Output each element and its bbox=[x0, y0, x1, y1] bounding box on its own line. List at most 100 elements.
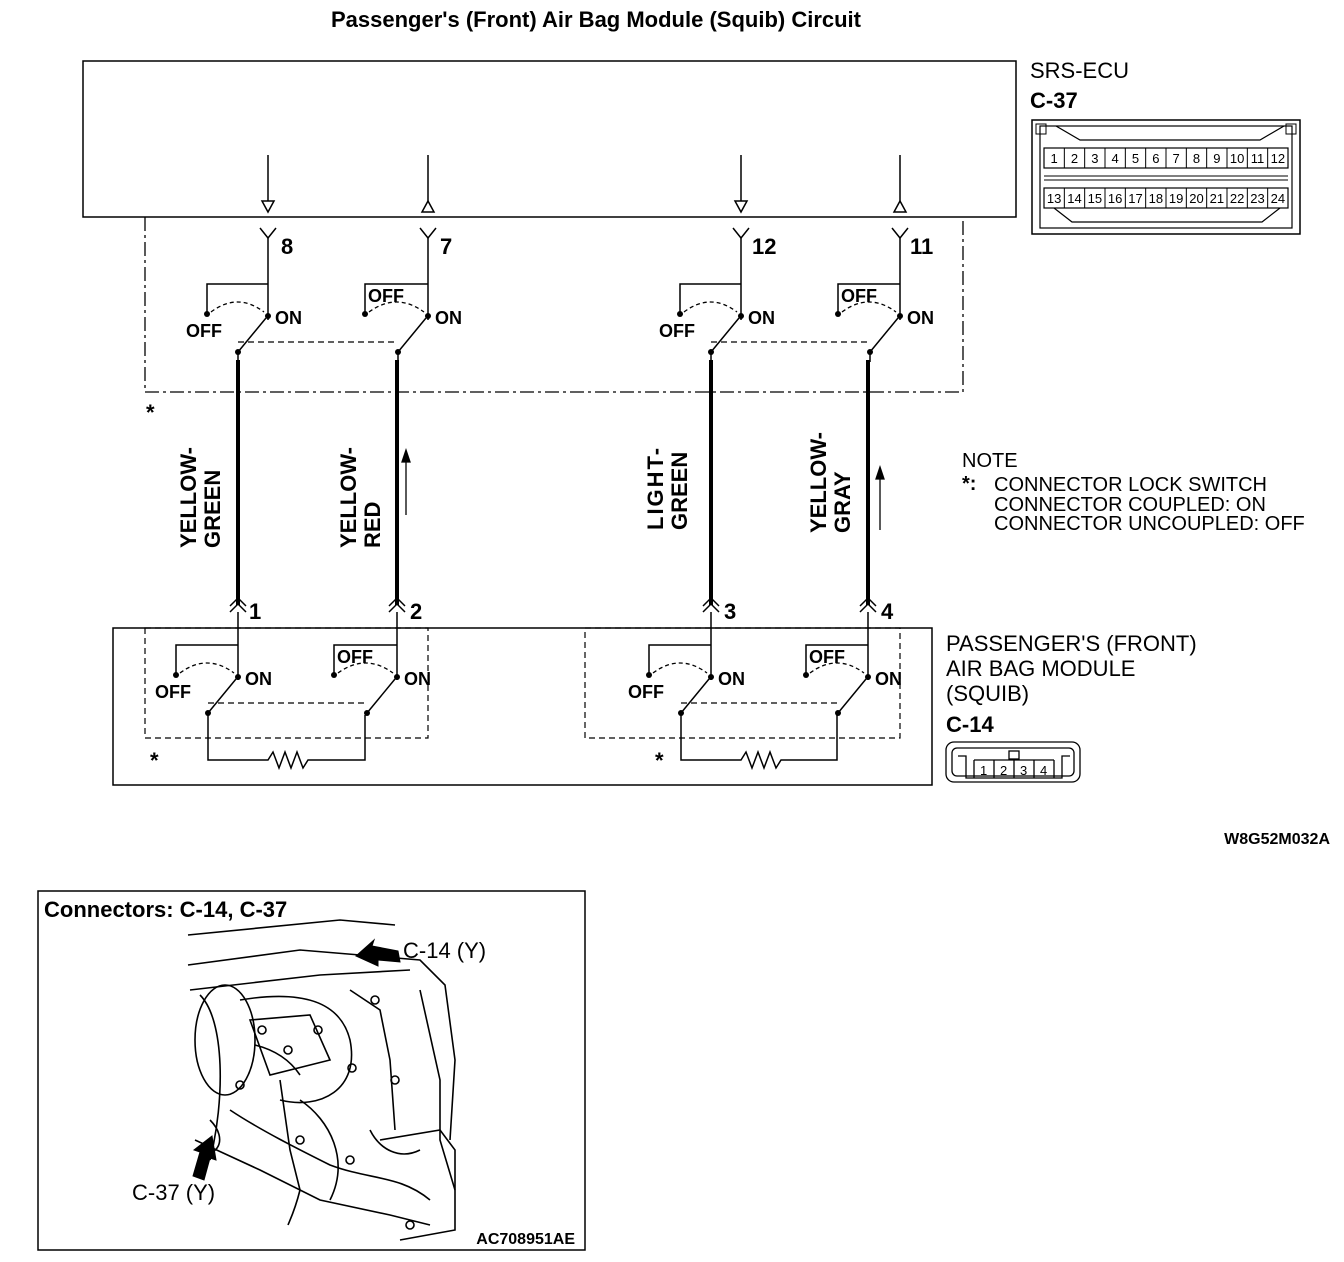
harness-wires bbox=[236, 360, 870, 605]
c37-pin-1: 1 bbox=[1051, 151, 1058, 166]
ecu-switch-2-off-contact bbox=[362, 311, 368, 317]
current-arrows bbox=[401, 447, 885, 530]
module-pin-2: 2 bbox=[410, 599, 422, 624]
c14-location-arrow bbox=[355, 938, 401, 967]
ecu-switch-2-short-bar bbox=[364, 283, 428, 314]
c14-pin-3: 3 bbox=[1020, 763, 1027, 778]
c14-pin-4: 4 bbox=[1040, 763, 1047, 778]
ecu-switch-off-label: OFF bbox=[186, 321, 222, 341]
c37-pin-6: 6 bbox=[1152, 151, 1159, 166]
c37-pin-20: 20 bbox=[1189, 191, 1203, 206]
ecu-switch-2-blade bbox=[397, 317, 427, 353]
ecu-switch-4-on-contact bbox=[897, 313, 903, 319]
air-bag-module-box bbox=[112, 627, 933, 786]
module-switch-4-off-contact bbox=[803, 672, 809, 678]
c37-pin-15: 15 bbox=[1088, 191, 1102, 206]
module-label-line-2: AIR BAG MODULE bbox=[946, 656, 1135, 681]
module-switch-1-arc bbox=[179, 662, 235, 674]
module-switch-4-arc bbox=[809, 662, 865, 674]
ecu-switch-off-label: OFF bbox=[841, 286, 877, 306]
c14-connector-face bbox=[945, 741, 1081, 783]
ecu-pin-12: 12 bbox=[752, 234, 776, 259]
module-switch-3-on-contact bbox=[708, 674, 714, 680]
c37-pin-13: 13 bbox=[1047, 191, 1061, 206]
note-line-1: CONNECTOR LOCK SWITCH bbox=[994, 474, 1267, 496]
note-line-3: CONNECTOR UNCOUPLED: OFF bbox=[994, 513, 1305, 535]
c37-pin-18: 18 bbox=[1149, 191, 1163, 206]
ecu-terminal-forks bbox=[259, 227, 909, 320]
c37-pin-4: 4 bbox=[1112, 151, 1119, 166]
ecu-switch-3-arc bbox=[683, 301, 738, 313]
c37-pin-8: 8 bbox=[1193, 151, 1200, 166]
module-switch-2-on-contact bbox=[394, 674, 400, 680]
inset-title: Connectors: C-14, C-37 bbox=[44, 897, 287, 922]
asterisk-module-left: * bbox=[150, 748, 159, 773]
c37-pin-14: 14 bbox=[1067, 191, 1081, 206]
ecu-switch-3-short-bar bbox=[679, 283, 741, 314]
c14-pin-1: 1 bbox=[980, 763, 987, 778]
ecu-switch-off-label: OFF bbox=[659, 321, 695, 341]
module-switch-1-off-contact bbox=[173, 672, 179, 678]
ecu-pin-7: 7 bbox=[440, 234, 452, 259]
ecu-switch-1-arc bbox=[210, 301, 265, 313]
svg-text:YELLOW-: YELLOW- bbox=[336, 447, 361, 548]
c37-pin-23: 23 bbox=[1250, 191, 1264, 206]
module-switch-off-label: OFF bbox=[628, 682, 664, 702]
c37-pin-17: 17 bbox=[1128, 191, 1142, 206]
ecu-switch-1-on-contact bbox=[265, 313, 271, 319]
ecu-switch-4-blade bbox=[869, 317, 899, 353]
ecu-lock-switch-enclosure bbox=[144, 217, 964, 393]
ecu-switch-3-off-contact bbox=[677, 311, 683, 317]
svg-text:GREEN: GREEN bbox=[667, 452, 692, 530]
inset-label-c14: C-14 (Y) bbox=[403, 938, 486, 963]
inset-code: AC708951AE bbox=[476, 1231, 575, 1248]
c14-pin-2: 2 bbox=[1000, 763, 1007, 778]
note-heading: NOTE bbox=[962, 450, 1018, 472]
ecu-switch-on-label: ON bbox=[435, 308, 462, 328]
module-connector-label: C-14 bbox=[946, 712, 994, 737]
squib-resistors bbox=[207, 715, 838, 771]
module-switch-4-blade bbox=[837, 678, 867, 714]
c37-pin-11: 11 bbox=[1251, 151, 1265, 166]
ecu-switch-on-label: ON bbox=[275, 308, 302, 328]
ecu-connector-label: C-37 bbox=[1030, 88, 1078, 113]
srs-ecu-label: SRS-ECU bbox=[1030, 58, 1129, 83]
module-switch-4-on-contact bbox=[865, 674, 871, 680]
module-pin-3: 3 bbox=[724, 599, 736, 624]
wire-label-4: YELLOW- GRAY bbox=[806, 432, 855, 533]
module-switch-on-label: ON bbox=[875, 669, 902, 689]
module-switch-off-label: OFF bbox=[809, 647, 845, 667]
module-lock-enclosure-right bbox=[584, 627, 901, 739]
c37-location-arrow bbox=[192, 1135, 217, 1181]
module-switch-2-blade bbox=[366, 678, 396, 714]
c37-pin-16: 16 bbox=[1108, 191, 1122, 206]
module-label-line-3: (SQUIB) bbox=[946, 681, 1029, 706]
c37-pin-3: 3 bbox=[1091, 151, 1098, 166]
ecu-switch-on-label: ON bbox=[748, 308, 775, 328]
diagram-code: W8G52M032A bbox=[1224, 831, 1330, 848]
ecu-switch-4-off-contact bbox=[835, 311, 841, 317]
c37-pin-7: 7 bbox=[1173, 151, 1180, 166]
ecu-switch-2-arc bbox=[368, 301, 425, 313]
module-switch-3-blade bbox=[680, 678, 710, 714]
svg-text:YELLOW-: YELLOW- bbox=[806, 432, 831, 533]
svg-text:RED: RED bbox=[360, 502, 385, 548]
module-switch-on-label: ON bbox=[718, 669, 745, 689]
ecu-switch-1-off-contact bbox=[204, 311, 210, 317]
connector-location-inset bbox=[37, 890, 586, 1251]
inset-label-c37: C-37 (Y) bbox=[132, 1180, 215, 1205]
module-switch-1-blade bbox=[207, 678, 237, 714]
ecu-switch-on-label: ON bbox=[907, 308, 934, 328]
wire-label-1: YELLOW- GREEN bbox=[176, 447, 225, 548]
ecu-switch-4-short-bar bbox=[837, 283, 900, 314]
module-switch-on-label: ON bbox=[245, 669, 272, 689]
svg-text:GREEN: GREEN bbox=[200, 470, 225, 548]
c37-pin-22: 22 bbox=[1230, 191, 1244, 206]
module-switch-on-label: ON bbox=[404, 669, 431, 689]
c37-pin-2: 2 bbox=[1071, 151, 1078, 166]
c37-pin-12: 12 bbox=[1271, 151, 1285, 166]
